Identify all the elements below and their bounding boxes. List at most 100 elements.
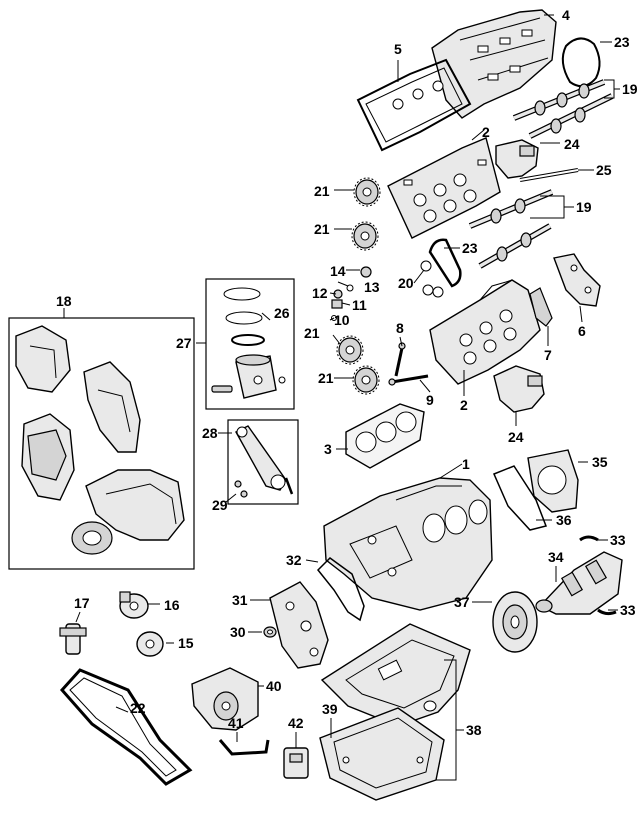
callout-39: 39 <box>322 701 338 717</box>
callout-8: 8 <box>396 320 404 336</box>
camshaft-adjuster-upper[interactable] <box>495 139 539 179</box>
callout-29: 29 <box>212 497 228 513</box>
tensioner-17[interactable] <box>59 623 87 655</box>
callout-17: 17 <box>74 595 90 611</box>
valve-cover-gasket[interactable] <box>356 58 472 152</box>
callout-9: 9 <box>426 392 434 408</box>
callout-10: 10 <box>334 312 350 328</box>
head-cover-piece-7[interactable] <box>529 287 553 327</box>
callout-3: 3 <box>324 441 332 457</box>
head-bolt-9[interactable] <box>388 374 429 386</box>
callout-2: 2 <box>460 397 468 413</box>
timing-cover-upper-right[interactable] <box>83 361 141 453</box>
crankshaft[interactable] <box>535 551 623 615</box>
callout-37: 37 <box>454 594 470 610</box>
callout-41: 41 <box>228 715 244 731</box>
camshaft-lower[interactable] <box>468 189 554 269</box>
callout-13: 13 <box>364 279 380 295</box>
cylinder-head-upper[interactable] <box>387 137 501 239</box>
tensioner-pulley-16[interactable] <box>119 591 149 619</box>
cam-seal-ring[interactable] <box>561 37 601 88</box>
callout-24: 24 <box>564 136 580 152</box>
callout-6: 6 <box>578 323 586 339</box>
callout-26: 26 <box>274 305 290 321</box>
callout-15: 15 <box>178 635 194 651</box>
callout-21: 21 <box>314 221 330 237</box>
callout-19: 19 <box>622 81 638 97</box>
callout-11: 11 <box>352 297 367 313</box>
rear-gasket[interactable] <box>493 465 548 531</box>
camshaft-adjuster-lower[interactable] <box>493 365 545 413</box>
front-cover-gasket[interactable] <box>316 557 365 622</box>
timing-cover-lower-left[interactable] <box>21 413 75 501</box>
callout-40: 40 <box>266 678 282 694</box>
callout-2: 2 <box>482 124 490 140</box>
callout-4: 4 <box>562 7 570 23</box>
callout-36: 36 <box>556 512 572 528</box>
oil-line-41[interactable] <box>218 739 270 756</box>
timing-cover-box <box>8 317 195 570</box>
callout-38: 38 <box>466 722 482 738</box>
piston[interactable] <box>235 354 277 399</box>
callout-23: 23 <box>614 34 630 50</box>
oil-pan-upper[interactable] <box>320 623 471 727</box>
callout-23: 23 <box>462 240 478 256</box>
callout-21: 21 <box>304 325 320 341</box>
callout-21: 21 <box>314 183 330 199</box>
callout-34: 34 <box>548 549 564 565</box>
callout-1: 1 <box>462 456 470 472</box>
camshaft-upper[interactable] <box>512 79 614 139</box>
callout-21: 21 <box>318 370 334 386</box>
callout-5: 5 <box>394 41 402 57</box>
leader-lines <box>63 14 620 781</box>
callout-30: 30 <box>230 624 246 640</box>
callout-19: 19 <box>576 199 592 215</box>
callout-7: 7 <box>544 347 552 363</box>
crank-pulley[interactable] <box>492 591 538 653</box>
connecting-rod[interactable] <box>235 425 287 491</box>
oil-filter-housing[interactable] <box>191 667 259 731</box>
piston-rings[interactable] <box>223 287 265 346</box>
callout-14: 14 <box>330 263 346 279</box>
callout-32: 32 <box>286 552 302 568</box>
guide-rod[interactable] <box>519 168 579 182</box>
callout-27: 27 <box>176 335 192 351</box>
sprocket-upper-a[interactable] <box>353 177 381 207</box>
oil-pump-seal[interactable] <box>263 626 277 638</box>
timing-chain[interactable] <box>428 238 462 288</box>
serpentine-belt[interactable] <box>59 668 193 786</box>
sensor-42[interactable] <box>283 747 309 779</box>
idler-pulley-15[interactable] <box>136 631 164 657</box>
oil-pump[interactable] <box>269 581 329 669</box>
sprocket-upper-b[interactable] <box>351 221 379 251</box>
rear-main-seal-housing[interactable] <box>527 449 579 513</box>
callout-33: 33 <box>610 532 626 548</box>
main-bearing-lower[interactable] <box>597 608 617 616</box>
chain-guide-6[interactable] <box>553 253 601 307</box>
sprocket-lower-a[interactable] <box>336 335 364 365</box>
callout-labels: 1 2 2 3 4 5 6 7 8 9 10 11 12 13 14 15 16… <box>56 7 638 738</box>
piston-pin[interactable] <box>211 376 286 393</box>
callout-25: 25 <box>596 162 612 178</box>
main-bearing-upper[interactable] <box>579 535 599 542</box>
sprocket-lower-b[interactable] <box>352 365 380 395</box>
callout-16: 16 <box>164 597 180 613</box>
connecting-rod-box <box>227 419 299 505</box>
front-seal-pulley[interactable] <box>71 521 113 555</box>
timing-cover-upper-left[interactable] <box>15 325 71 393</box>
callout-22: 22 <box>130 700 146 716</box>
callout-31: 31 <box>232 592 248 608</box>
seal-rings[interactable] <box>420 260 444 298</box>
oil-pan-lower[interactable] <box>319 707 445 801</box>
engine-block[interactable] <box>323 477 493 611</box>
callout-24: 24 <box>508 429 524 445</box>
head-gasket[interactable] <box>345 403 425 469</box>
timing-cover-lower-right[interactable] <box>85 469 185 541</box>
callout-28: 28 <box>202 425 218 441</box>
cylinder-head-lower[interactable] <box>429 279 541 385</box>
rod-bolts[interactable] <box>234 477 294 498</box>
callout-18: 18 <box>56 293 72 309</box>
callout-42: 42 <box>288 715 304 731</box>
head-bolt-8[interactable] <box>394 342 406 377</box>
